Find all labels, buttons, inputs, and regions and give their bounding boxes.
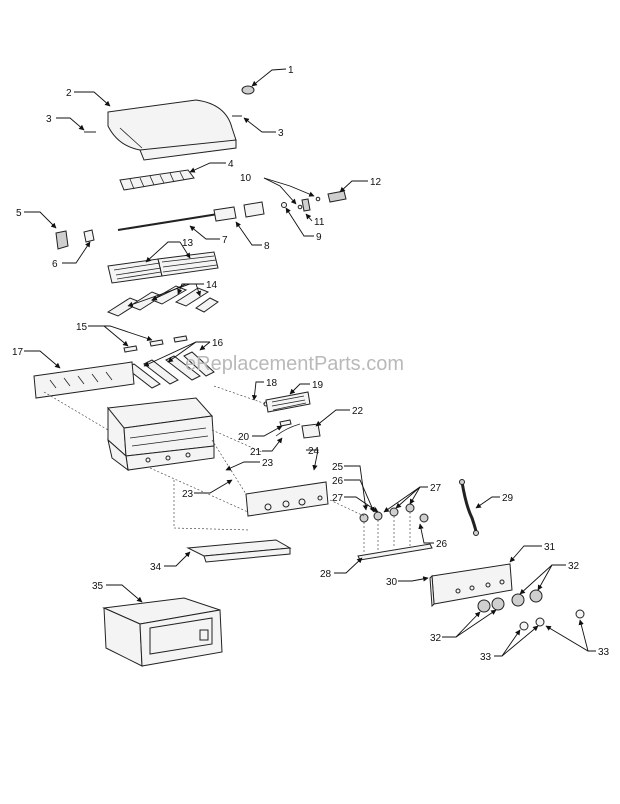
callout-33-right: 33 xyxy=(598,647,610,658)
callout-15: 15 xyxy=(76,322,88,333)
callout-17: 17 xyxy=(12,347,24,358)
callout-12: 12 xyxy=(370,177,382,188)
part-4-warming-rack xyxy=(119,169,195,191)
callout-4: 4 xyxy=(228,159,234,170)
callout-11: 11 xyxy=(314,217,325,228)
callout-3-left: 3 xyxy=(46,114,52,125)
callout-18: 18 xyxy=(266,378,278,389)
callout-13: 13 xyxy=(182,238,194,249)
callout-32-right: 32 xyxy=(568,561,580,572)
callout-27-right: 27 xyxy=(430,483,442,494)
part-21-wire xyxy=(275,423,301,437)
callout-10: 10 xyxy=(240,173,252,184)
part-10-screws xyxy=(297,196,321,210)
callout-29: 29 xyxy=(502,493,514,504)
part-2-hood-lid xyxy=(107,99,237,161)
callout-30: 30 xyxy=(386,577,398,588)
part-16-burners xyxy=(125,351,215,389)
part-22-heat-shield xyxy=(301,423,321,439)
callout-26-upper: 26 xyxy=(332,476,344,487)
firebox xyxy=(107,397,215,472)
part-14-flame-tamers xyxy=(106,285,219,317)
callout-33-left: 33 xyxy=(480,652,492,663)
callout-31: 31 xyxy=(544,542,556,553)
part-15-burner-caps xyxy=(123,335,188,353)
callout-22: 22 xyxy=(352,406,364,417)
part-17-rear-panel xyxy=(33,361,135,399)
part-32-control-knobs xyxy=(477,589,543,613)
callout-2: 2 xyxy=(66,88,72,99)
callout-6: 6 xyxy=(52,259,58,270)
leader-lines xyxy=(24,68,596,657)
callout-5: 5 xyxy=(16,208,22,219)
callout-8: 8 xyxy=(264,241,270,252)
part-9-rod-collar xyxy=(281,202,287,208)
callout-16: 16 xyxy=(212,338,224,349)
part-6-motor-bracket xyxy=(83,229,95,243)
callout-14: 14 xyxy=(206,280,218,291)
part-34-grease-tray xyxy=(186,539,292,563)
watermark: eReplacementParts.com xyxy=(185,353,404,375)
part-12-counterweight xyxy=(327,190,347,203)
callout-19: 19 xyxy=(312,380,324,391)
part-19-rear-burner xyxy=(265,391,311,413)
callout-32-left: 32 xyxy=(430,633,442,644)
callout-35: 35 xyxy=(92,581,104,592)
part-13-cooking-grates xyxy=(107,251,219,284)
callout-23-lower: 23 xyxy=(182,489,194,500)
callout-1: 1 xyxy=(288,65,294,76)
part-5-rotisserie-motor xyxy=(55,230,69,250)
part-25-27-valves xyxy=(359,503,429,523)
part-7-spit-rod xyxy=(117,213,219,231)
callout-25: 25 xyxy=(332,462,344,473)
part-29-gas-hose xyxy=(459,479,479,536)
part-20-clip xyxy=(279,419,292,427)
part-24-valve-manifold-panel xyxy=(245,481,329,517)
callout-26-lower: 26 xyxy=(436,539,448,550)
callout-3-right: 3 xyxy=(278,128,284,139)
callout-23-upper: 23 xyxy=(262,458,274,469)
callout-28: 28 xyxy=(320,569,332,580)
callout-7: 7 xyxy=(222,235,228,246)
part-28-gas-manifold xyxy=(357,543,433,561)
callout-27-left: 27 xyxy=(332,493,344,504)
part-31-control-panel xyxy=(429,563,513,608)
part-35-insulated-jacket xyxy=(102,597,223,667)
callout-34: 34 xyxy=(150,562,162,573)
part-8-spit-forks xyxy=(213,201,265,222)
part-11-bushing xyxy=(301,198,311,212)
callout-24: 24 xyxy=(308,446,320,457)
callout-9: 9 xyxy=(316,232,322,243)
part-1-hood-cap xyxy=(241,85,255,95)
callout-21: 21 xyxy=(250,447,262,458)
callout-20: 20 xyxy=(238,432,250,443)
callout-numbers: 1 2 3 3 4 5 6 7 8 9 10 11 12 13 14 15 16… xyxy=(12,65,610,663)
part-33-knob-bezels xyxy=(519,609,585,631)
assembly-lines xyxy=(43,385,411,552)
